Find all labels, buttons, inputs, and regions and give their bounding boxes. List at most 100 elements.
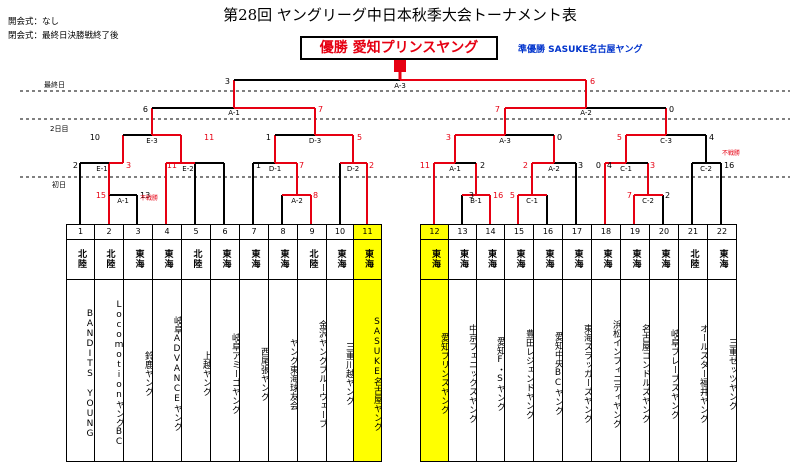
score-right-c-2: 2 [665,191,670,200]
match-label-a-3: A-3 [499,137,511,145]
opening-ceremony-note: 開会式：なし [8,17,60,27]
score-left-b-1: 3 [469,191,474,200]
forfeit-note-left: 不戦勝 [140,194,158,202]
round-label-day2: 2日目 [50,125,69,133]
score-extra: 15 [96,191,106,200]
score-right-c-1: 3 [650,161,655,170]
match-label-d-2: D-2 [347,165,359,173]
team-number: 20 [650,225,678,240]
team-name: 岐阜アミーゴヤング [230,333,240,414]
score-right-a-2: 0 [669,105,674,114]
team-number: 9 [298,225,326,240]
team-name: 愛知中央BCヤング [553,332,563,415]
match-label-d-1: D-1 [269,165,281,173]
match-label-e-1: E-1 [96,165,107,173]
team-name: 浜松インフィニティヤング [611,319,621,428]
team-name: ヤング東海球友会 [288,337,298,410]
team-number: 22 [708,225,736,240]
score-right-b-1: 16 [493,191,503,200]
score-extra: 3 [578,161,583,170]
score-right-e-3: 11 [204,133,214,142]
score-extra: 2 [523,161,528,170]
team-name: 西尾張ヤング [259,346,269,401]
score-left-d-1: 1 [256,161,261,170]
match-label-a-3: A-3 [394,82,406,90]
team-region: 北陸 [95,239,123,280]
score-right-d-1: 7 [299,161,304,170]
score-right-a-1: 7 [318,105,323,114]
round-label-final-day: 最終日 [44,81,65,89]
team-number: 5 [182,225,210,240]
team-name: 愛知F・Sヤング [495,336,505,411]
team-number: 17 [563,225,591,240]
match-label-a-1: A-1 [228,109,240,117]
champion-marker [394,60,406,72]
score-left-c-2: 7 [627,191,632,200]
team-number: 4 [153,225,181,240]
team-name: 鈴鹿ヤング [143,351,153,396]
team-number: 18 [592,225,620,240]
runner-up-label: 準優勝 SASUKE名古屋ヤング [518,45,643,55]
team-number: 19 [621,225,649,240]
team-region: 東海 [327,239,353,280]
score-left-c-3: 5 [617,133,622,142]
team-name: 岐阜ブレーブスヤング [669,328,679,419]
team-name: BANDITS YOUNG [85,308,95,439]
team-region: 東海 [354,239,381,280]
team-region: 東海 [534,239,562,280]
score-right-d-2: 2 [369,161,374,170]
match-label-e-3: E-3 [146,137,157,145]
match-label-a-1: A-1 [117,197,129,205]
team-name: 金沢ヤングブルーウェーブ [317,319,327,428]
team-region: 東海 [153,239,181,280]
score-extra: 5 [510,191,515,200]
team-region: 東海 [477,239,504,280]
match-label-b-1: B-1 [470,197,482,205]
closing-ceremony-note: 閉会式：最終日決勝戦終了後 [8,31,119,41]
team-number: 1 [67,225,94,240]
team-number: 2 [95,225,123,240]
team-number: 3 [124,225,152,240]
page-title: 第28回 ヤングリーグ中日本秋季大会トーナメント表 [223,6,577,24]
team-region: 東海 [449,239,476,280]
team-name: 上越ヤング [201,351,211,396]
match-label-c-1: C-1 [526,197,538,205]
score-left-d-3: 1 [266,133,271,142]
team-region: 東海 [421,239,448,280]
team-number: 11 [354,225,381,240]
score-left-a-3: 3 [225,77,230,86]
team-number: 16 [534,225,562,240]
score-right-c-3: 4 [709,133,714,142]
team-name: 三重川越ヤング [344,342,354,405]
team-region: 東海 [708,239,736,280]
team-name: 豊田レジェンドヤング [524,328,534,419]
score-left-c-1: 4 [607,161,612,170]
score-left-e-1: 2 [73,161,78,170]
team-number: 12 [421,225,448,240]
score-right-d-3: 5 [357,133,362,142]
team-region: 東海 [240,239,268,280]
team-region: 東海 [505,239,533,280]
match-label-a-2: A-2 [291,197,303,205]
team-number: 14 [477,225,504,240]
team-number: 10 [327,225,353,240]
team-region: 東海 [650,239,678,280]
match-label-e-2: E-2 [182,165,193,173]
team-number: 8 [269,225,297,240]
